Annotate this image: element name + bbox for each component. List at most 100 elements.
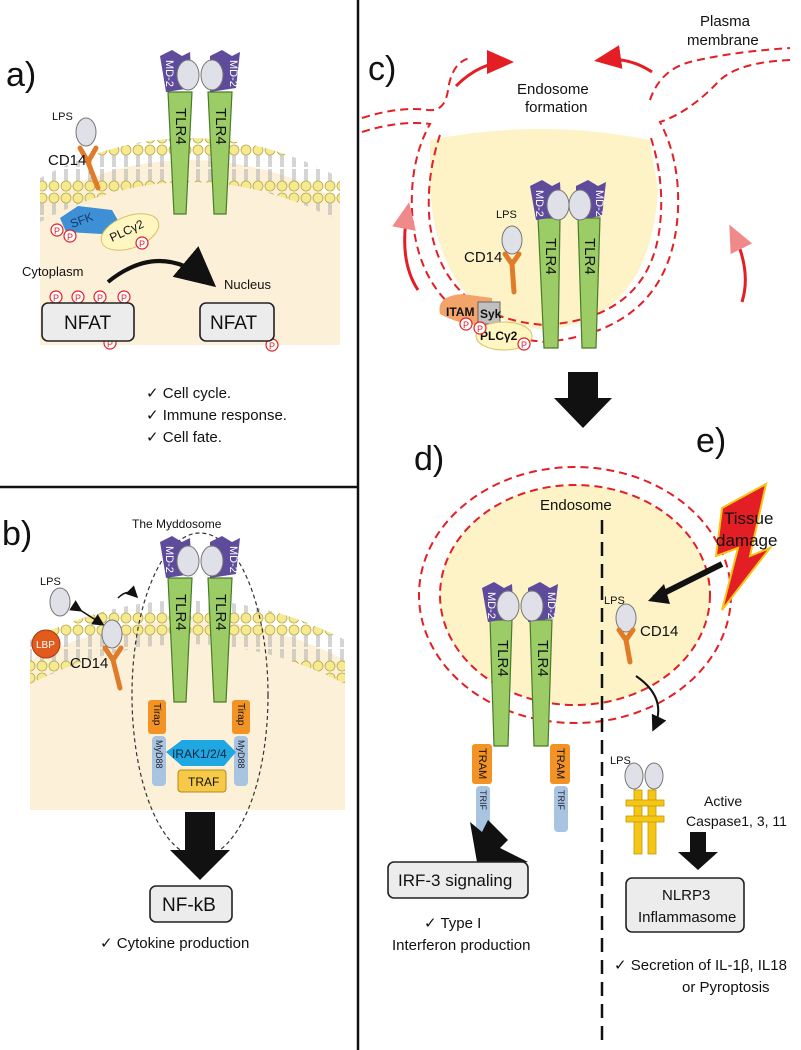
cd14-receptor: [616, 627, 636, 665]
tirap-label: Tirap: [151, 703, 162, 726]
phospho-sites: P P P: [459, 317, 531, 351]
myddosome-outline: [131, 532, 269, 858]
curvature-arrow: [729, 224, 753, 303]
cd14-receptor: [502, 251, 522, 295]
curvature-arrow: [392, 202, 420, 291]
tissue-damage-label-2: damage: [716, 531, 777, 550]
tlr4-receptor: [207, 577, 233, 703]
lps-molecule: [176, 545, 200, 577]
nfkb-label: NF-kB: [162, 895, 216, 916]
lps-molecule: [49, 587, 71, 617]
lps-label: LPS: [52, 111, 73, 123]
outcome-a-1: ✓ Cell cycle.: [146, 385, 231, 402]
md2-label: MD-2: [227, 60, 239, 87]
tlr4-receptor: [167, 577, 193, 703]
cd14-label: CD14: [48, 152, 86, 169]
lps-molecule: [568, 189, 592, 221]
damage-arrow-head: [648, 584, 670, 604]
endosome-formation-label-2: formation: [525, 99, 588, 116]
lps-molecule: [200, 545, 224, 577]
cd14-label: CD14: [70, 655, 108, 672]
lps-molecule: [501, 225, 523, 255]
md2-label: MD-2: [593, 190, 605, 217]
nlrp3-label-1: NLRP3: [662, 887, 710, 904]
panel-a: a) TLR4 TLR4 MD-2 MD-2 LPS CD14 SFK PLCγ…: [6, 50, 340, 446]
panel-a-letter: a): [6, 56, 36, 94]
tlr4-label: TLR4: [581, 238, 598, 275]
panel-b-letter: b): [2, 515, 32, 553]
svg-text:P: P: [54, 226, 60, 236]
cd14-receptor: [102, 645, 124, 691]
tlr4-label: TLR4: [212, 108, 229, 145]
md2-label: MD-2: [163, 60, 175, 87]
tirap-adaptor: [148, 700, 166, 734]
itam-label: ITAM: [446, 305, 474, 319]
tlr4-receptor: [207, 91, 233, 215]
myd88-adaptor: [152, 736, 166, 786]
tlr4-dimer: TLR4 TLR4 MD-2 MD-2: [160, 536, 240, 703]
lps-molecule: [75, 117, 97, 147]
internalization-arrow: [635, 675, 667, 732]
lps-label: LPS: [604, 595, 625, 607]
plc-label: PLCγ2: [480, 329, 518, 343]
md2-label: MD-2: [485, 592, 497, 619]
tissue-damage-label-1: Tissue: [724, 509, 773, 528]
panel-c: c) Plasma membrane Endosome formation TL…: [361, 13, 791, 428]
tlr4-label: TLR4: [212, 594, 229, 631]
cd14-label: CD14: [640, 623, 678, 640]
lps-label: LPS: [40, 576, 61, 588]
sfk-kinase: [60, 206, 120, 234]
nfkb-box: [149, 885, 233, 923]
svg-text:P: P: [67, 232, 73, 242]
trif-label: TRIF: [556, 790, 566, 810]
lps-molecule: [624, 762, 644, 790]
tlr4-label: TLR4: [494, 640, 511, 677]
binding-arrow: [69, 600, 105, 626]
myddosome-title: The Myddosome: [132, 517, 222, 531]
panel-d-e: d) e) Endosome TLR4 TLR4 MD-2 MD-2 TRAM …: [387, 422, 787, 1040]
svg-text:P: P: [121, 293, 127, 303]
down-arrow: [470, 820, 528, 868]
lps-molecule: [101, 619, 123, 649]
tlr4-label: TLR4: [542, 238, 559, 275]
down-arrow: [170, 812, 230, 880]
endosome-label: Endosome: [540, 497, 612, 514]
tram-label: TRAM: [554, 748, 566, 779]
translocation-arrow: [106, 246, 217, 288]
irf3-label: IRF-3 signaling: [398, 871, 512, 890]
nlrp3-box: [625, 877, 745, 933]
nlrp3-label-2: Inflammasome: [638, 909, 736, 926]
tlr4-label: TLR4: [534, 640, 551, 677]
nfat-label: NFAT: [210, 313, 258, 334]
caspase-complex: [625, 789, 665, 855]
syk-label: Syk: [480, 307, 502, 321]
md2-label: MD-2: [163, 546, 175, 573]
md2-label: MD-2: [533, 190, 545, 217]
tlr4-label: TLR4: [172, 108, 189, 145]
svg-text:P: P: [521, 340, 527, 350]
lps-molecule: [520, 590, 544, 622]
panel-b: b) The Myddosome LPS LBP CD14 TLR4 TLR4 …: [2, 515, 345, 952]
tirap-label: Tirap: [235, 703, 246, 726]
outcome-a-3: ✓ Cell fate.: [146, 429, 222, 446]
nfat-box-nucleus: [199, 302, 275, 342]
outcome-b: ✓ Cytokine production: [100, 935, 249, 952]
trif-adaptor: [476, 786, 490, 832]
caspase-label-1: Active: [704, 793, 742, 809]
tlr4-dimer: TLR4 TLR4 MD-2 MD-2: [160, 50, 240, 215]
svg-text:P: P: [269, 341, 275, 351]
membrane-dashed: [361, 59, 791, 344]
myd88-label: MyD88: [154, 740, 164, 769]
nucleus-label: Nucleus: [224, 277, 271, 292]
curvature-arrow: [454, 50, 514, 88]
tram-adaptor: [472, 744, 492, 784]
cytoplasm-label: Cytoplasm: [22, 264, 83, 279]
plasma-membrane-label-1: Plasma: [700, 13, 751, 30]
lps-label: LPS: [496, 209, 517, 221]
myd88-label: MyD88: [236, 740, 246, 769]
svg-text:P: P: [139, 239, 145, 249]
cell-membrane: [40, 138, 340, 222]
svg-text:P: P: [53, 293, 59, 303]
svg-text:P: P: [463, 320, 469, 330]
